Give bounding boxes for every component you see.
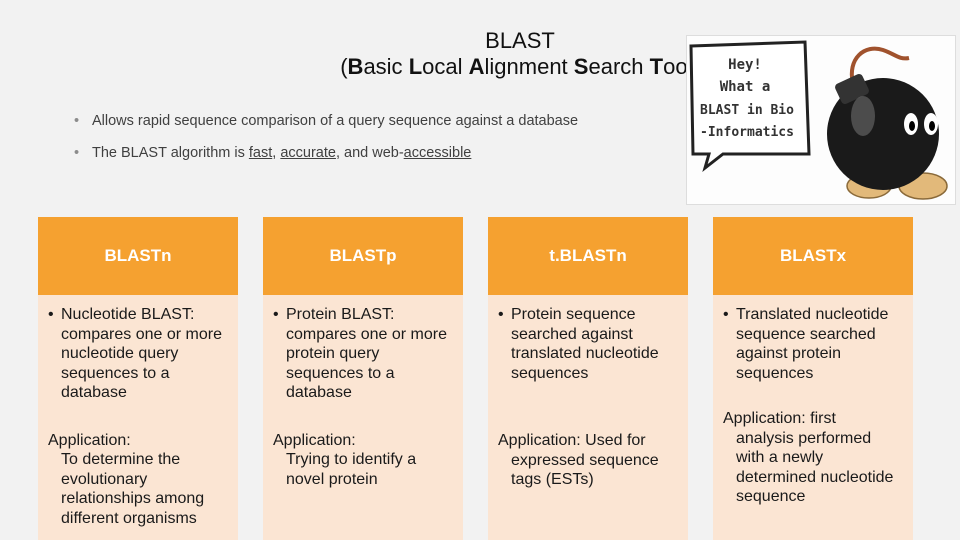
card-body: • Protein sequence searched against trans…: [488, 295, 688, 490]
application-text: To determine the evolutionary relationsh…: [61, 451, 205, 527]
card-description-text: Nucleotide BLAST: compares one or more n…: [61, 306, 222, 401]
word-accurate: accurate: [280, 145, 336, 161]
bubble-line: What a: [720, 79, 771, 95]
word-fast: fast: [248, 145, 273, 161]
bullet-dot-icon: •: [48, 306, 54, 323]
application-label: Application: first: [723, 410, 836, 427]
title-paren: (: [340, 54, 348, 79]
application-text: Trying to identify a novel protein: [286, 451, 417, 488]
bubble-line: -Informatics: [700, 125, 794, 140]
card-application: Application: Trying to identify a novel p…: [273, 431, 453, 490]
card-blastn: BLASTn • Nucleotide BLAST: compares one o…: [38, 217, 238, 540]
fuse: [849, 46, 910, 85]
card-tblastn: t.BLASTn • Protein sequence searched agai…: [488, 217, 688, 540]
bullet-item: • The BLAST algorithm is fast, accurate,…: [74, 145, 674, 163]
bullet-dot-icon: •: [74, 113, 80, 129]
card-body: • Translated nucleotide sequence searched…: [713, 295, 913, 507]
title-letter-s: S: [573, 54, 589, 79]
application-label: Application: Used for: [498, 432, 646, 449]
bomb-cartoon: Hey! What a BLAST in Bio -Informatics: [686, 35, 956, 205]
card-body: • Protein BLAST: compares one or more pro…: [263, 295, 463, 489]
application-text: expressed sequence tags (ESTs): [511, 451, 659, 489]
pupil-left: [909, 121, 915, 131]
bullet-text: Allows rapid sequence comparison of a qu…: [92, 113, 579, 129]
bullet-text: The BLAST algorithm is: [92, 145, 249, 161]
card-description-text: Protein sequence searched against transl…: [511, 306, 659, 382]
application-text: analysis performed with a newly determin…: [736, 429, 894, 506]
title-line-1: BLAST: [485, 28, 555, 53]
title-letter-l: L: [408, 54, 423, 79]
card-title: t.BLASTn: [488, 217, 688, 295]
title-word-search: earch: [588, 54, 650, 79]
bullet-item: • Allows rapid sequence comparison of a …: [74, 113, 674, 131]
card-description: • Nucleotide BLAST: compares one or more …: [48, 305, 228, 403]
card-description-text: Translated nucleotide sequence searched …: [736, 306, 889, 382]
bullet-dot-icon: •: [273, 306, 279, 323]
card-description: • Protein sequence searched against trans…: [498, 305, 678, 383]
bullet-dot-icon: •: [74, 145, 80, 161]
bubble-line: Hey!: [728, 57, 762, 73]
bullet-dot-icon: •: [723, 306, 729, 323]
pupil-right: [929, 121, 935, 131]
card-application: Application: To determine the evolutionar…: [48, 431, 228, 529]
bubble-line: BLAST in Bio: [700, 103, 794, 118]
title-letter-b: B: [347, 54, 364, 79]
bullet-dot-icon: •: [498, 306, 504, 323]
title-line-2: (Basic Local Alignment Search Tool): [240, 54, 800, 80]
title-letter-t: T: [649, 54, 664, 79]
application-label: Application:: [48, 431, 131, 449]
card-blastp: BLASTp • Protein BLAST: compares one or m…: [263, 217, 463, 540]
card-title: BLASTx: [713, 217, 913, 295]
speech-bubble: [689, 40, 811, 173]
card-title: BLASTn: [38, 217, 238, 295]
word-accessible: accessible: [403, 145, 472, 161]
card-description: • Translated nucleotide sequence searched…: [723, 305, 903, 383]
title-word-basic: asic: [363, 54, 409, 79]
bullet-sep: ,: [272, 145, 281, 161]
application-label: Application:: [273, 431, 356, 449]
intro-bullets: • Allows rapid sequence comparison of a …: [74, 113, 674, 177]
card-application: Application: Used for expressed sequence …: [498, 431, 678, 490]
bomb-cartoon-icon: Hey! What a BLAST in Bio -Informatics: [689, 40, 948, 200]
bomb-shine: [851, 96, 875, 136]
card-application: Application: first analysis performed wit…: [723, 409, 903, 507]
bullet-sep: , and web-: [335, 145, 404, 161]
card-blastx: BLASTx • Translated nucleotide sequence s…: [713, 217, 913, 540]
title-letter-a: A: [468, 54, 485, 79]
title-word-alignment: lignment: [484, 54, 574, 79]
card-title: BLASTp: [263, 217, 463, 295]
card-description-text: Protein BLAST: compares one or more prot…: [286, 306, 447, 401]
title-word-local: ocal: [422, 54, 469, 79]
slide-title: BLAST (Basic Local Alignment Search Tool…: [240, 28, 800, 80]
card-body: • Nucleotide BLAST: compares one or more …: [38, 295, 238, 528]
card-description: • Protein BLAST: compares one or more pro…: [273, 305, 453, 403]
